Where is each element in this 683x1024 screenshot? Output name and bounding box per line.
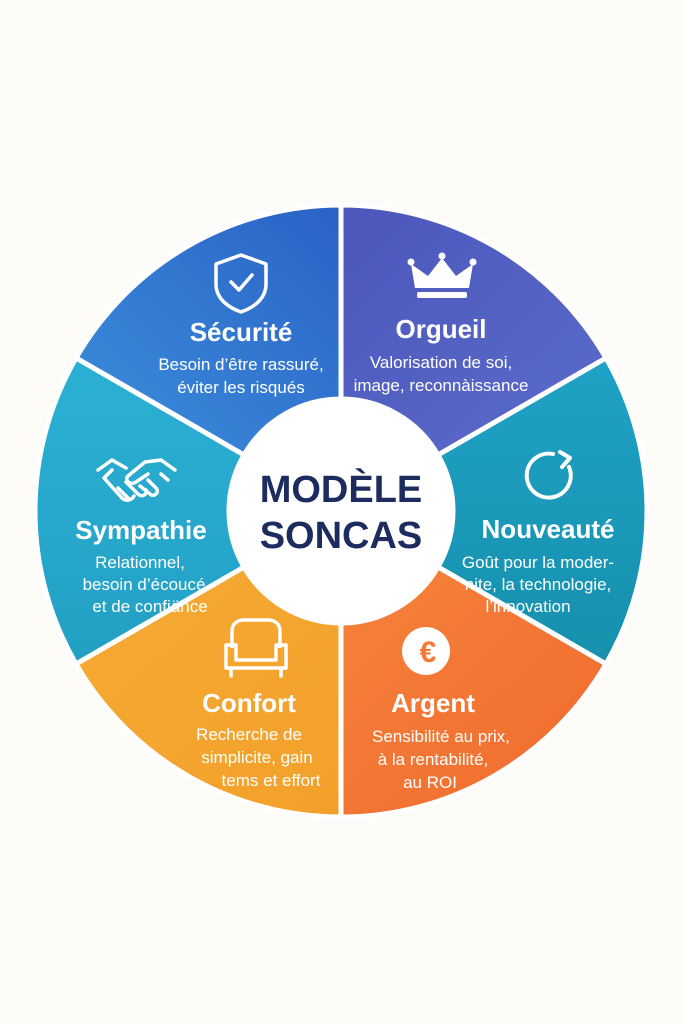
segment-desc-line: nite, la technologie, [465, 575, 612, 594]
segment-title: Sympathie [75, 515, 207, 545]
segment-title: Confort [202, 688, 296, 718]
segment-desc-line: Valorisation de soi, [370, 353, 512, 372]
segment-desc-line: éviter les risqués [177, 378, 305, 397]
segment-label-nouveaute: Nouveauté Goût pour la moder- nite, la t… [462, 514, 615, 616]
center-title-line2: SONCAS [260, 515, 423, 557]
svg-text:€: € [420, 636, 437, 669]
segment-label-confort: Confort Recherche de simplicite, gain te… [196, 688, 321, 790]
segment-label-argent: Argent Sensibilité au prix, à la rentabi… [372, 688, 510, 792]
segment-desc-line: à la rentabilité, [378, 750, 489, 769]
segment-title: Sécurité [190, 317, 293, 347]
segment-desc-line: besoin d’écoucé [83, 575, 206, 594]
center-title-line1: MODÈLE [260, 467, 423, 511]
shield-check-icon [214, 253, 268, 314]
segment-desc-line: simplicite, gain [201, 748, 313, 767]
handshake-icon [96, 458, 177, 502]
segment-title: Nouveauté [482, 514, 615, 544]
euro-icon: € [402, 627, 450, 675]
segment-desc-line: Goût pour la moder- [462, 553, 614, 572]
segment-desc-line: Besoin d’être rassuré, [158, 355, 323, 374]
segment-desc-line: l’innovation [485, 597, 570, 616]
segment-label-orgueil: Orgueil Valorisation de soi, image, reco… [354, 314, 529, 395]
segment-desc-line: et de confiänce [92, 597, 207, 616]
armchair-icon [224, 618, 288, 678]
segment-desc-line: tems et effort [222, 771, 321, 790]
segment-desc-line: Sensibilité au prix, [372, 727, 510, 746]
crown-icon [407, 252, 477, 298]
segment-title: Orgueil [395, 314, 486, 344]
segment-desc-line: au ROI [403, 773, 457, 792]
segment-desc-line: Relationnel, [95, 553, 185, 572]
refresh-icon [524, 450, 573, 500]
segment-desc-line: Recherche de [196, 725, 302, 744]
segment-title: Argent [391, 688, 475, 718]
segment-label-sympathie: Sympathie Relationnel, besoin d’écoucé e… [75, 515, 207, 616]
segment-label-securite: Sécurité Besoin d’être rassuré, éviter l… [158, 317, 323, 397]
segment-desc-line: image, reconnàissance [354, 376, 529, 395]
center-hub [227, 397, 455, 625]
segments-layer [32, 202, 650, 820]
